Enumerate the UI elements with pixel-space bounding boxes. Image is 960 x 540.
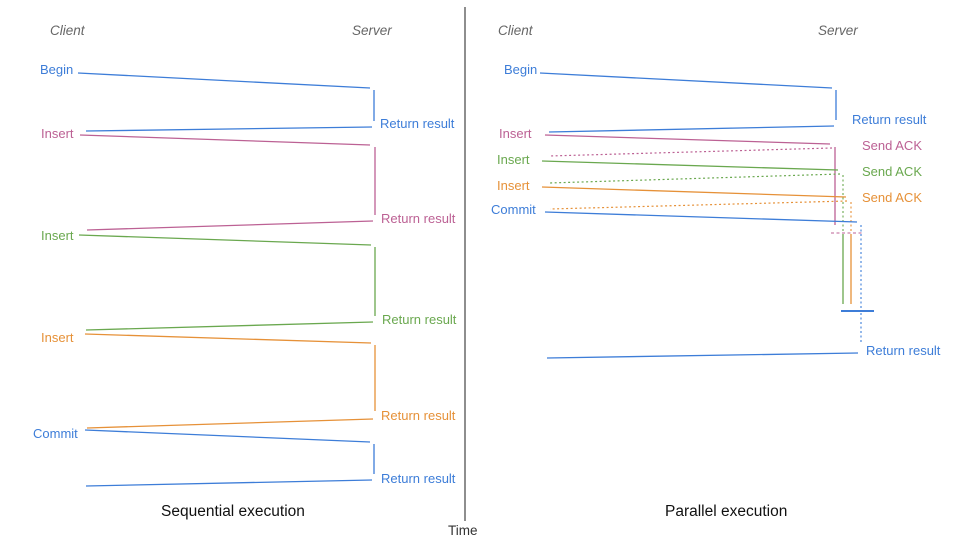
par-begin-return-arrow <box>548 125 835 133</box>
par-op-insert1-label: Insert <box>499 126 532 141</box>
par-send-ack-insert3: Send ACK <box>862 190 922 205</box>
par-send-ack-insert2: Send ACK <box>862 164 922 179</box>
par-return-result-begin: Return result <box>852 112 927 127</box>
time-axis-label: Time <box>448 523 478 538</box>
seq-op-insert1-label: Insert <box>41 126 74 141</box>
seq-begin-return-arrow <box>85 126 373 132</box>
par-op-insert2-label: Insert <box>497 152 530 167</box>
seq-return-result-commit: Return result <box>381 471 456 486</box>
par-panel-title: Parallel execution <box>665 503 788 520</box>
par-send-ack-insert1: Send ACK <box>862 138 922 153</box>
seq-op-commit-label: Commit <box>33 426 78 441</box>
seq-op-insert3-label: Insert <box>41 330 74 345</box>
seq-panel-title: Sequential execution <box>161 503 305 520</box>
seq-client-header: Client <box>50 23 85 38</box>
par-return-result-final: Return result <box>866 343 941 358</box>
par-insert1-request-arrow <box>544 134 831 145</box>
par-op-begin-label: Begin <box>504 62 538 77</box>
par-commit-request-arrow <box>544 211 858 223</box>
par-final-return-arrow <box>546 352 859 359</box>
par-insert2-request-arrow <box>541 160 839 171</box>
seq-return-result-insert3: Return result <box>381 408 456 423</box>
par-begin-request-arrow <box>539 72 833 89</box>
par-insert3-request-arrow <box>541 186 847 198</box>
seq-return-result-begin: Return result <box>380 116 455 131</box>
par-op-insert3-label: Insert <box>497 178 530 193</box>
seq-op-insert2-label: Insert <box>41 228 74 243</box>
seq-insert2-request-arrow <box>78 234 372 246</box>
seq-commit-request-arrow <box>84 429 371 443</box>
seq-insert3-request-arrow <box>84 333 372 344</box>
seq-begin-request-arrow <box>77 72 371 89</box>
seq-insert3-return-arrow <box>86 418 374 429</box>
par-insert3-ack-arrow <box>549 200 848 210</box>
par-insert1-ack-arrow <box>548 147 833 157</box>
seq-return-result-insert1: Return result <box>381 211 456 226</box>
seq-commit-return-arrow <box>85 479 373 487</box>
par-client-header: Client <box>498 23 533 38</box>
par-op-commit-label: Commit <box>491 202 536 217</box>
seq-return-result-insert2: Return result <box>382 312 457 327</box>
seq-insert1-return-arrow <box>86 220 374 231</box>
seq-insert2-return-arrow <box>85 321 374 331</box>
seq-server-header: Server <box>352 23 392 38</box>
seq-op-begin-label: Begin <box>40 62 74 77</box>
seq-insert1-request-arrow <box>79 134 371 146</box>
par-insert2-ack-arrow <box>548 173 841 184</box>
par-server-header: Server <box>818 23 858 38</box>
